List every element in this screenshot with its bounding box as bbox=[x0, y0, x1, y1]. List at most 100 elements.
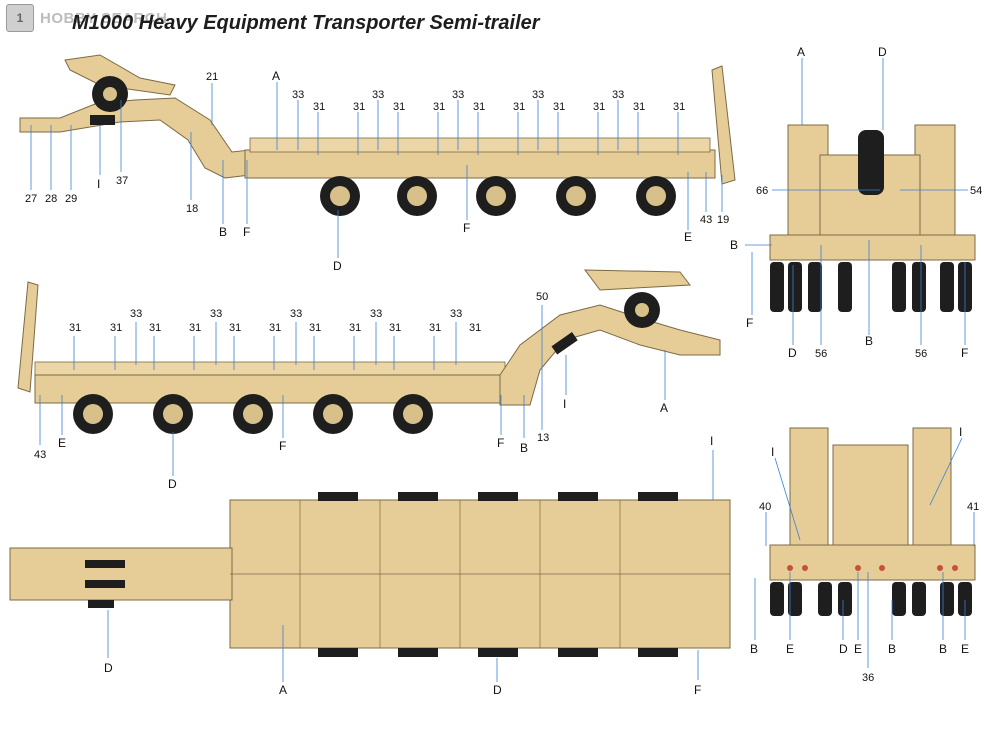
callout: 33 bbox=[370, 308, 382, 320]
callout: F bbox=[463, 221, 470, 235]
callout: 31 bbox=[553, 101, 565, 113]
gooseneck bbox=[19, 97, 251, 179]
gooseneck-arm-2 bbox=[583, 269, 691, 291]
leader-lines-3 bbox=[107, 450, 714, 682]
callout: 31 bbox=[473, 101, 485, 113]
callout: 29 bbox=[65, 193, 77, 205]
callout: 21 bbox=[206, 71, 218, 83]
callout: 40 bbox=[759, 501, 771, 513]
wheel-group-2 bbox=[73, 394, 433, 434]
callout: 31 bbox=[513, 101, 525, 113]
deck-rail-2 bbox=[34, 361, 506, 377]
callout: F bbox=[497, 436, 504, 450]
callout: 18 bbox=[186, 203, 198, 215]
rear-tires-lower bbox=[770, 582, 972, 616]
callout: 31 bbox=[353, 101, 365, 113]
callout: 31 bbox=[349, 322, 361, 334]
callout: B bbox=[939, 642, 947, 656]
callout: 33 bbox=[532, 89, 544, 101]
callout: 56 bbox=[915, 348, 927, 360]
callout: D bbox=[788, 346, 797, 360]
callout: F bbox=[746, 316, 753, 330]
callout: 37 bbox=[116, 175, 128, 187]
callout: A bbox=[660, 401, 668, 415]
side-view-right: 31 31 31 33 31 31 33 31 31 33 31 31 33 3… bbox=[17, 269, 721, 491]
callout: B bbox=[219, 225, 227, 239]
rear-ramp bbox=[711, 65, 736, 185]
rear-ramp-2 bbox=[17, 281, 39, 393]
hobbysearch-logo-icon: 1 bbox=[6, 4, 34, 32]
top-ribs bbox=[230, 500, 730, 648]
callout: F bbox=[243, 225, 250, 239]
callout: 31 bbox=[269, 322, 281, 334]
callout: B bbox=[520, 441, 528, 455]
callout: 31 bbox=[433, 101, 445, 113]
callout: 50 bbox=[536, 291, 548, 303]
callout: 31 bbox=[229, 322, 241, 334]
callout: 19 bbox=[717, 214, 729, 226]
callout: I bbox=[959, 425, 962, 439]
labels-rear-lower: I I 40 41 B E D E B B E 36 bbox=[750, 425, 979, 684]
callout: 31 bbox=[309, 322, 321, 334]
ramp-block bbox=[90, 115, 115, 125]
callout: B bbox=[865, 334, 873, 348]
labels-rear-upper: A D 66 54 B F D 56 B 56 F bbox=[730, 45, 982, 360]
callout: 31 bbox=[393, 101, 405, 113]
callout: E bbox=[854, 642, 862, 656]
gooseneck-top-arm bbox=[64, 54, 176, 96]
callout: D bbox=[839, 642, 848, 656]
callout: 33 bbox=[372, 89, 384, 101]
callout: A bbox=[279, 683, 287, 697]
rear-lights bbox=[787, 565, 958, 571]
callout: E bbox=[786, 642, 794, 656]
spare-hub-2 bbox=[635, 303, 649, 317]
leader-lines-2 bbox=[39, 305, 666, 476]
callout: 31 bbox=[469, 322, 481, 334]
top-view: I D A D F bbox=[9, 434, 731, 697]
callout: D bbox=[168, 477, 177, 491]
callout: 31 bbox=[593, 101, 605, 113]
callout: I bbox=[97, 177, 100, 191]
callout: 33 bbox=[450, 308, 462, 320]
deck-rail bbox=[249, 137, 711, 153]
callout: I bbox=[771, 445, 774, 459]
callout: 43 bbox=[700, 214, 712, 226]
callout: 33 bbox=[452, 89, 464, 101]
rear-tires-upper bbox=[770, 262, 972, 312]
callout: 33 bbox=[292, 89, 304, 101]
callout: I bbox=[710, 434, 713, 448]
callout: 13 bbox=[537, 432, 549, 444]
callout: 66 bbox=[756, 185, 768, 197]
callout: 41 bbox=[967, 501, 979, 513]
rear-view-lower: I I 40 41 B E D E B B E 36 bbox=[750, 425, 979, 684]
callout: F bbox=[961, 346, 968, 360]
callout: 31 bbox=[110, 322, 122, 334]
side-view-left: A 21 33 31 31 33 31 31 33 31 31 33 31 31… bbox=[19, 54, 736, 273]
callout: 33 bbox=[210, 308, 222, 320]
callout: 31 bbox=[673, 101, 685, 113]
callout: 33 bbox=[130, 308, 142, 320]
labels-top: I D A D F bbox=[104, 434, 713, 697]
callout: B bbox=[750, 642, 758, 656]
callout: 54 bbox=[970, 185, 982, 197]
callout: 27 bbox=[25, 193, 37, 205]
top-tires bbox=[85, 492, 678, 657]
callout: 31 bbox=[69, 322, 81, 334]
callout: 36 bbox=[862, 672, 874, 684]
top-gooseneck bbox=[9, 547, 233, 601]
callout: 31 bbox=[189, 322, 201, 334]
ramp-block-2 bbox=[551, 332, 578, 355]
callout: B bbox=[888, 642, 896, 656]
callout: 31 bbox=[149, 322, 161, 334]
page-title: M1000 Heavy Equipment Transporter Semi-t… bbox=[72, 12, 540, 34]
leader-lines-5 bbox=[754, 437, 975, 668]
labels-side-left: A 21 33 31 31 33 31 31 33 31 31 33 31 31… bbox=[25, 69, 729, 273]
gooseneck-2 bbox=[499, 304, 721, 406]
spare-hub bbox=[103, 87, 117, 101]
wheel-group bbox=[320, 176, 676, 216]
leader-lines-4 bbox=[745, 58, 968, 345]
watermark-logo: 1 HOBBY SEARCH bbox=[6, 3, 167, 33]
callout: E bbox=[58, 436, 66, 450]
callout: B bbox=[730, 238, 738, 252]
